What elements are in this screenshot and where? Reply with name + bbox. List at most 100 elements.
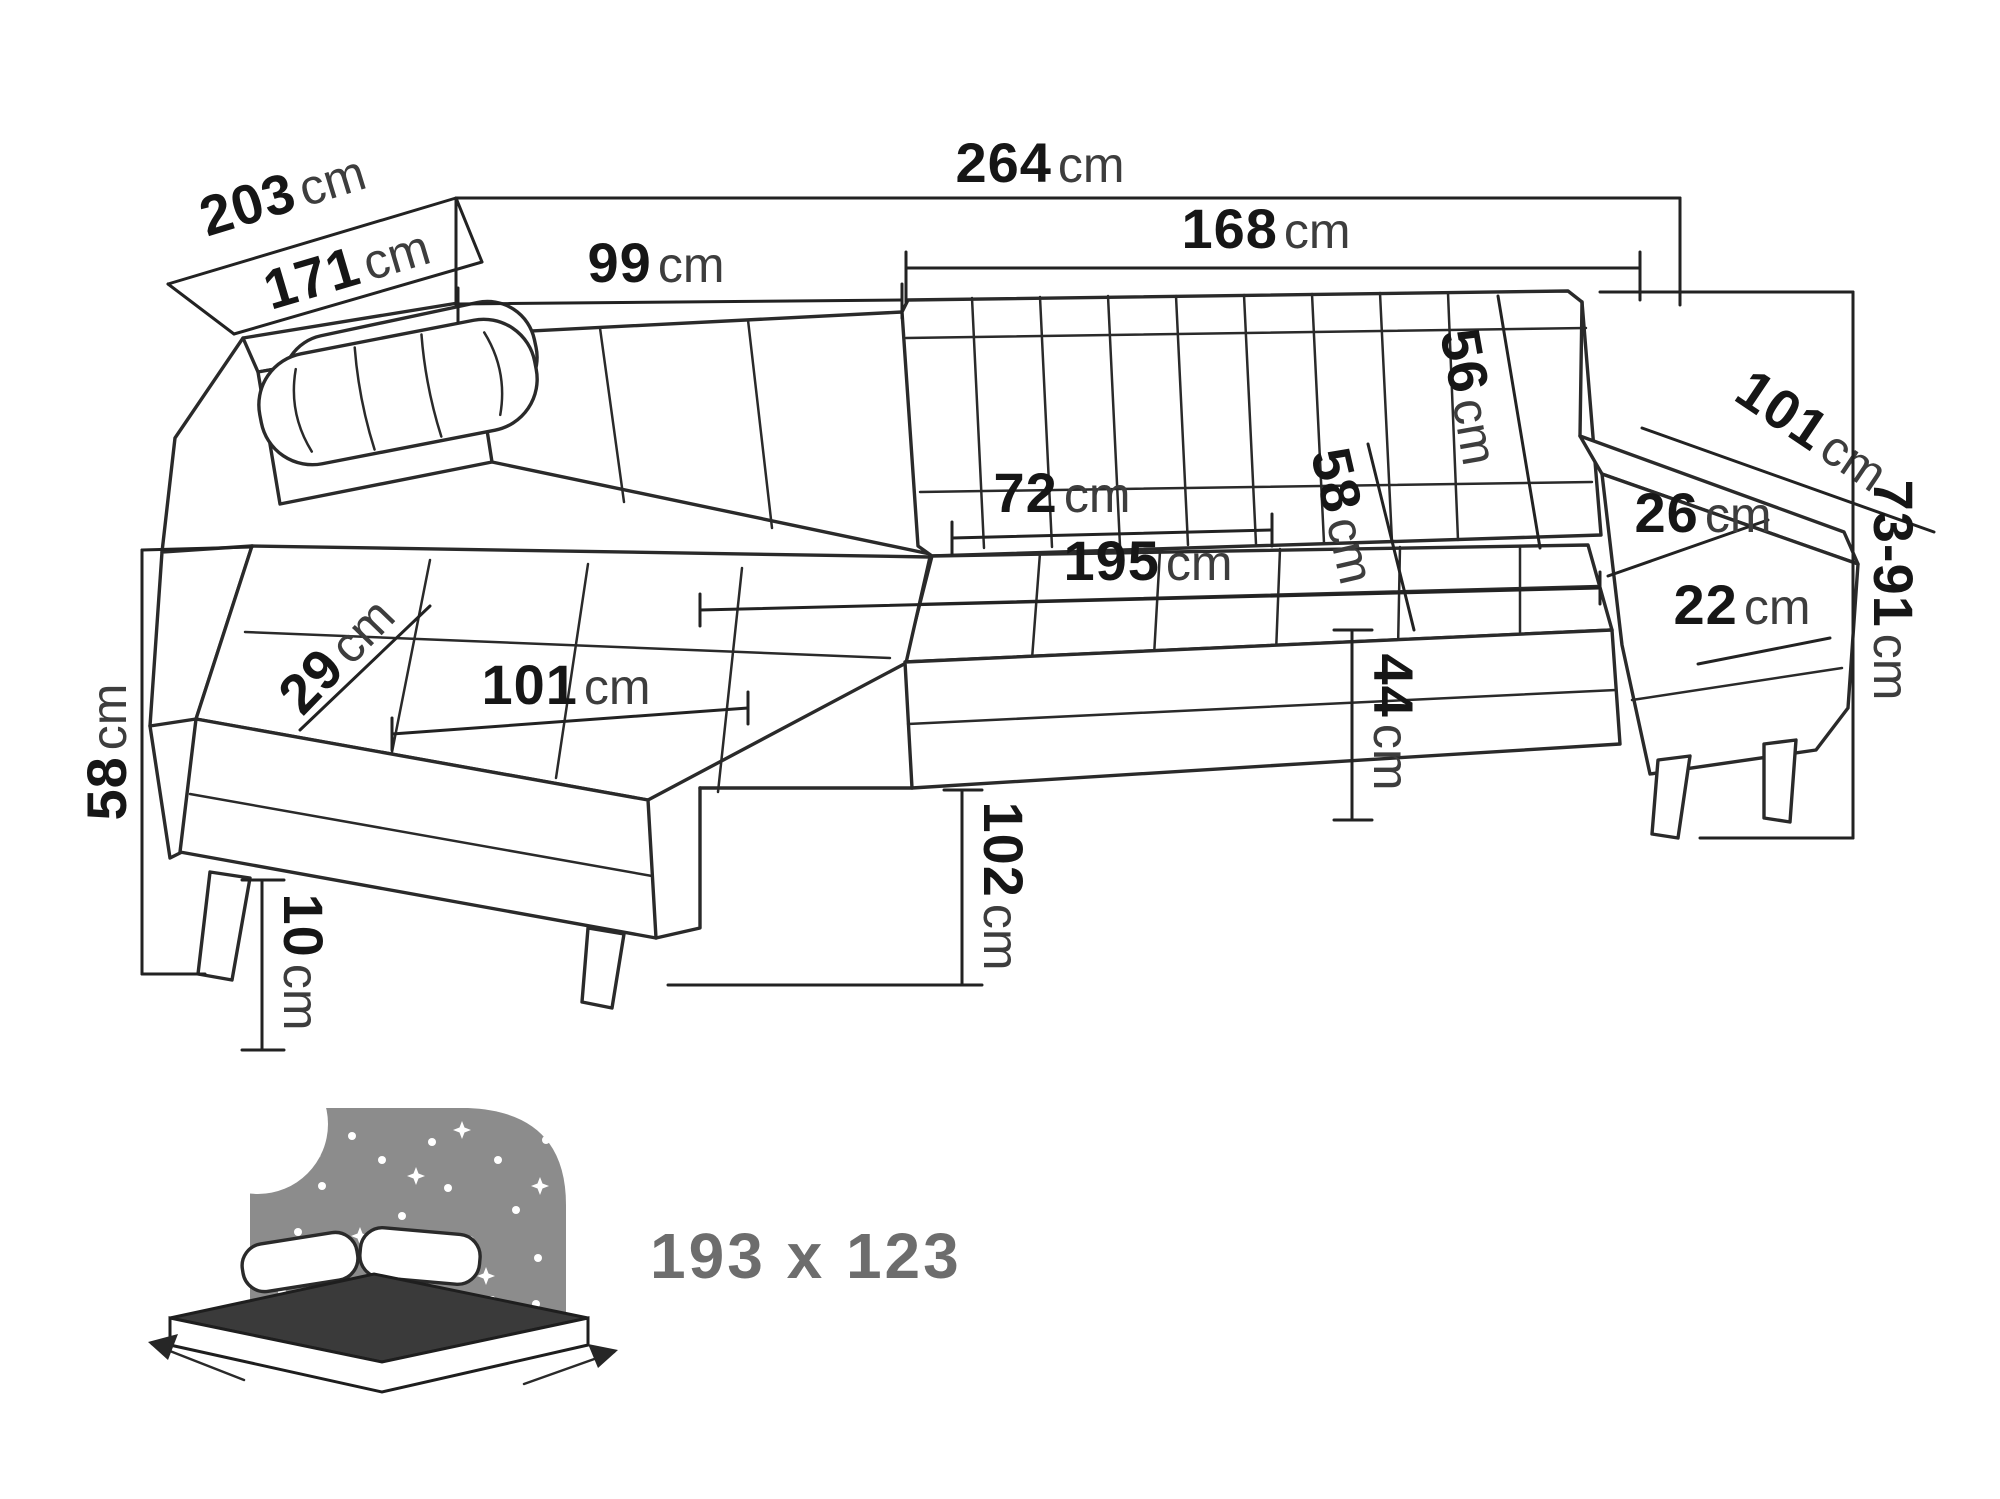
line-art-shape: 168 <box>1181 197 1277 260</box>
dim-label-side-height: 58cm <box>75 684 138 821</box>
line-art-shape <box>1446 291 1460 542</box>
line-art-shape: 56 <box>1428 324 1501 398</box>
dim-chaise-front-depth: 102cm <box>666 788 1035 987</box>
dim-label-overall-height: 73-91cm <box>1862 480 1925 701</box>
line-art-shape <box>1106 294 1122 548</box>
line-art-shape <box>420 333 443 438</box>
sleeping-area-size-label: 193 x 123 <box>650 1220 962 1292</box>
line-art-shape <box>188 792 654 878</box>
line-art-shape: 10 <box>272 894 335 958</box>
line-art-shape <box>1606 518 1770 578</box>
line-art-shape <box>698 586 1602 612</box>
line-art-shape <box>1274 547 1282 655</box>
line-art-shape: cm <box>658 237 725 293</box>
bed-pillow-left <box>240 1230 360 1294</box>
line-art-shape <box>166 196 458 286</box>
line-art-shape <box>428 1138 436 1146</box>
line-art-shape <box>160 336 245 554</box>
line-art-shape <box>298 604 432 732</box>
line-art-shape <box>542 1136 550 1144</box>
leg-front-mid <box>580 926 626 1010</box>
line-art-shape <box>398 1212 406 1220</box>
line-art-shape <box>654 786 702 940</box>
line-art-shape: 44 <box>1362 654 1425 718</box>
line-art-shape <box>166 282 236 336</box>
line-art-shape: cm <box>1863 634 1919 701</box>
line-art-shape <box>456 298 904 306</box>
line-art-shape <box>470 310 904 336</box>
line-art-shape: 203 <box>192 160 303 248</box>
line-art-shape: cm <box>1363 724 1419 791</box>
dim-side-height: 58cm <box>75 545 254 976</box>
dim-inner-depth: 171cm <box>166 196 484 336</box>
line-art-shape <box>1496 294 1542 550</box>
line-art-shape: 102 <box>972 801 1035 897</box>
line-art-shape: 73-91 <box>1862 480 1925 628</box>
line-art-shape <box>232 260 484 336</box>
line-art-shape <box>240 1230 360 1294</box>
line-art-shape <box>904 326 1588 340</box>
dim-label-backrest-height: 56cm <box>1428 324 1514 470</box>
line-art-shape <box>318 1182 326 1190</box>
line-art-shape <box>378 1156 386 1164</box>
line-art-shape <box>531 1177 549 1195</box>
line-art-shape <box>746 318 774 530</box>
line-art-shape <box>490 460 932 556</box>
line-art-shape <box>407 1167 425 1185</box>
line-art-shape <box>140 545 254 552</box>
line-art-shape <box>1396 545 1402 651</box>
line-art-shape <box>257 317 539 467</box>
armrest-face <box>1600 472 1860 776</box>
line-art-shape: cm <box>1166 535 1233 591</box>
line-art-shape <box>1152 549 1162 658</box>
leg-front-left <box>196 870 252 982</box>
line-art-shape: 72 <box>994 461 1058 524</box>
seat-front-face <box>903 628 1622 790</box>
unfold-arrow-right <box>522 1344 618 1386</box>
line-art-shape <box>534 1254 542 1262</box>
line-art-shape <box>1242 293 1258 546</box>
line-art-shape <box>1630 666 1844 702</box>
line-art-shape: 195 <box>1063 529 1159 592</box>
line-art-shape: cm <box>81 684 137 751</box>
dim-overall-height: 73-91cm <box>1598 290 1925 840</box>
leg-right-1 <box>1650 754 1692 840</box>
line-art-shape <box>950 528 1274 540</box>
moon-shape <box>188 1054 328 1194</box>
line-art-shape <box>1640 426 1936 534</box>
unfold-arrow-left <box>148 1334 246 1382</box>
line-art-shape: cm <box>1705 487 1772 543</box>
line-art-shape: 101 <box>481 653 577 716</box>
dim-label-seat-height: 44cm <box>1362 654 1425 791</box>
line-art-shape <box>588 1344 618 1368</box>
line-art-shape <box>358 1225 482 1287</box>
headrest-pillow <box>257 317 539 467</box>
line-art-shape <box>1578 300 1584 438</box>
line-art-shape <box>1366 442 1416 632</box>
line-art-shape <box>148 1334 178 1360</box>
line-art-shape <box>348 1132 356 1140</box>
line-art-shape: 171 <box>256 234 366 322</box>
line-art-shape <box>1030 551 1042 661</box>
line-art-shape: cm <box>1441 394 1508 469</box>
line-art-shape <box>494 1156 502 1164</box>
dim-label-chaise-front-depth: 102cm <box>972 801 1035 970</box>
line-art-shape <box>477 1267 495 1285</box>
line-art-shape <box>598 326 626 504</box>
line-art-shape <box>294 1228 302 1236</box>
line-art-shape: cm <box>273 964 329 1031</box>
line-art-shape: 26 <box>1635 481 1699 544</box>
